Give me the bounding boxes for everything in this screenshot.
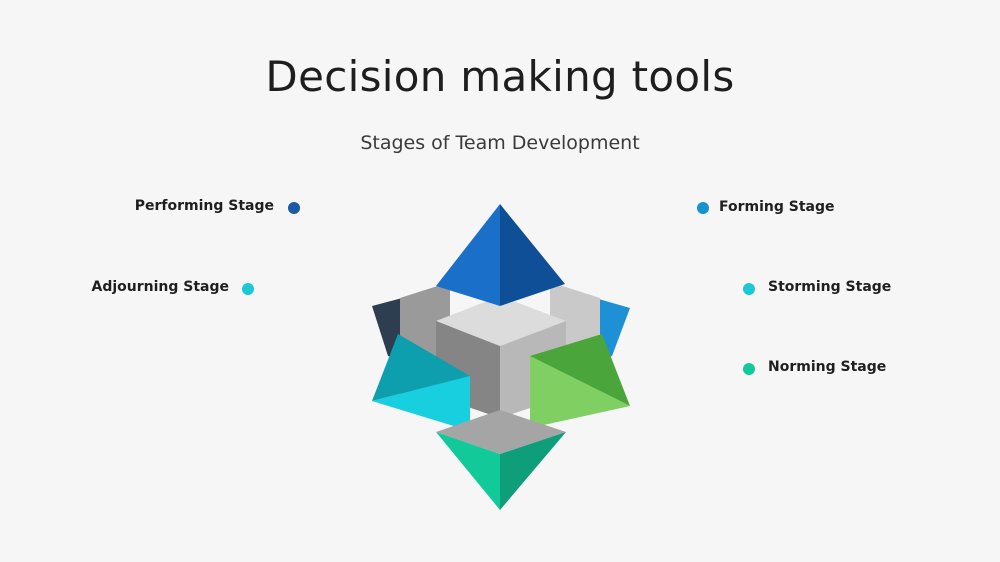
performing-stage-dot bbox=[288, 202, 300, 214]
slide-subtitle: Stages of Team Development bbox=[360, 132, 640, 154]
norming-stage-label: Norming Stage bbox=[768, 359, 887, 375]
storming-stage-label: Storming Stage bbox=[768, 279, 892, 295]
bottom-pyramid-right bbox=[500, 432, 566, 510]
cube-top bbox=[436, 296, 566, 346]
forming-stage-dot bbox=[697, 202, 709, 214]
slide-title: Decision making tools bbox=[265, 52, 735, 101]
performing-stage-label: Performing Stage bbox=[134, 198, 274, 214]
adjourning-stage-dot bbox=[242, 283, 254, 295]
forming-stage-label: Forming Stage bbox=[719, 199, 835, 215]
right-pyramid-front bbox=[530, 356, 630, 428]
adjourning-stage-label: Adjourning Stage bbox=[91, 279, 229, 295]
left-pyramid-front bbox=[372, 376, 470, 431]
top-pyramid-right bbox=[500, 204, 565, 306]
norming-stage-dot bbox=[743, 363, 755, 375]
team-development-diagram bbox=[372, 204, 630, 510]
right-pyramid-back bbox=[530, 334, 630, 406]
top-pyramid-left bbox=[436, 204, 500, 306]
left-pyramid-back bbox=[372, 334, 470, 401]
bottom-pyramid-left bbox=[436, 432, 500, 510]
storming-stage-dot bbox=[743, 283, 755, 295]
cube-bottom bbox=[436, 410, 566, 454]
